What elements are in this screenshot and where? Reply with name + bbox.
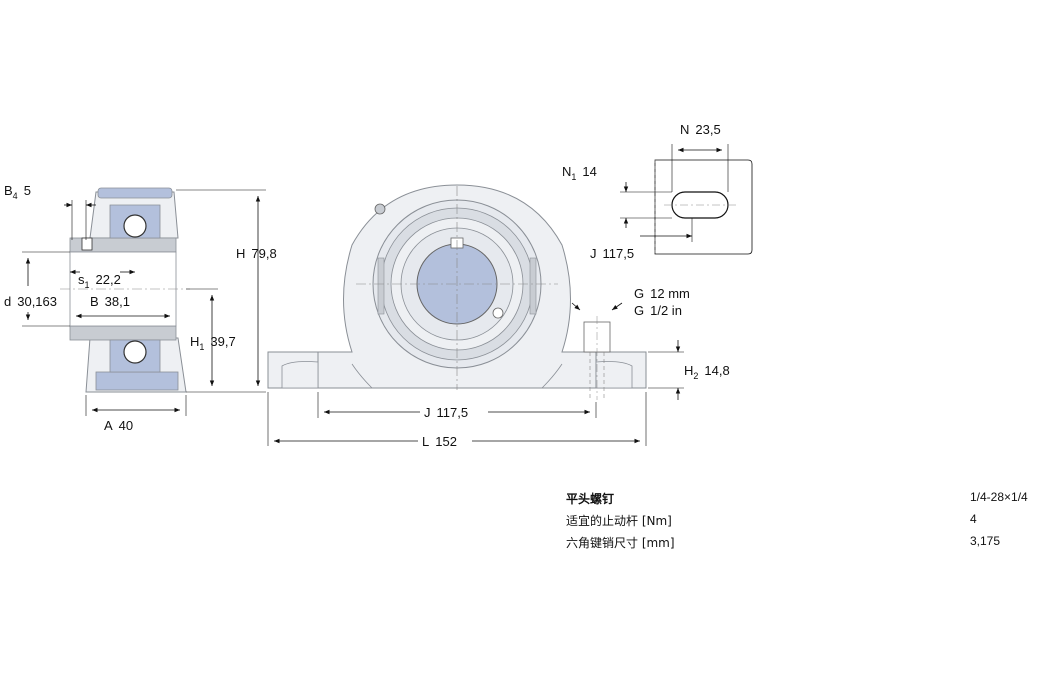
ball-upper — [123, 214, 147, 238]
front-view — [267, 184, 684, 446]
spec-row-value: 1/4-28×1/4 — [970, 490, 1028, 504]
spec-row-label: 适宜的止动杆 [Nm] — [566, 514, 672, 528]
side-view — [22, 187, 266, 416]
grease-nipple — [374, 203, 386, 215]
spec-row-label: 六角键销尺寸 [mm] — [566, 536, 675, 550]
spec-row-value: 4 — [970, 512, 977, 526]
spec-row-value: 3,175 — [970, 534, 1001, 548]
slot-detail-view — [620, 144, 753, 255]
ball-lower — [123, 340, 147, 364]
spec-row-label: 平头螺钉 — [566, 492, 615, 506]
